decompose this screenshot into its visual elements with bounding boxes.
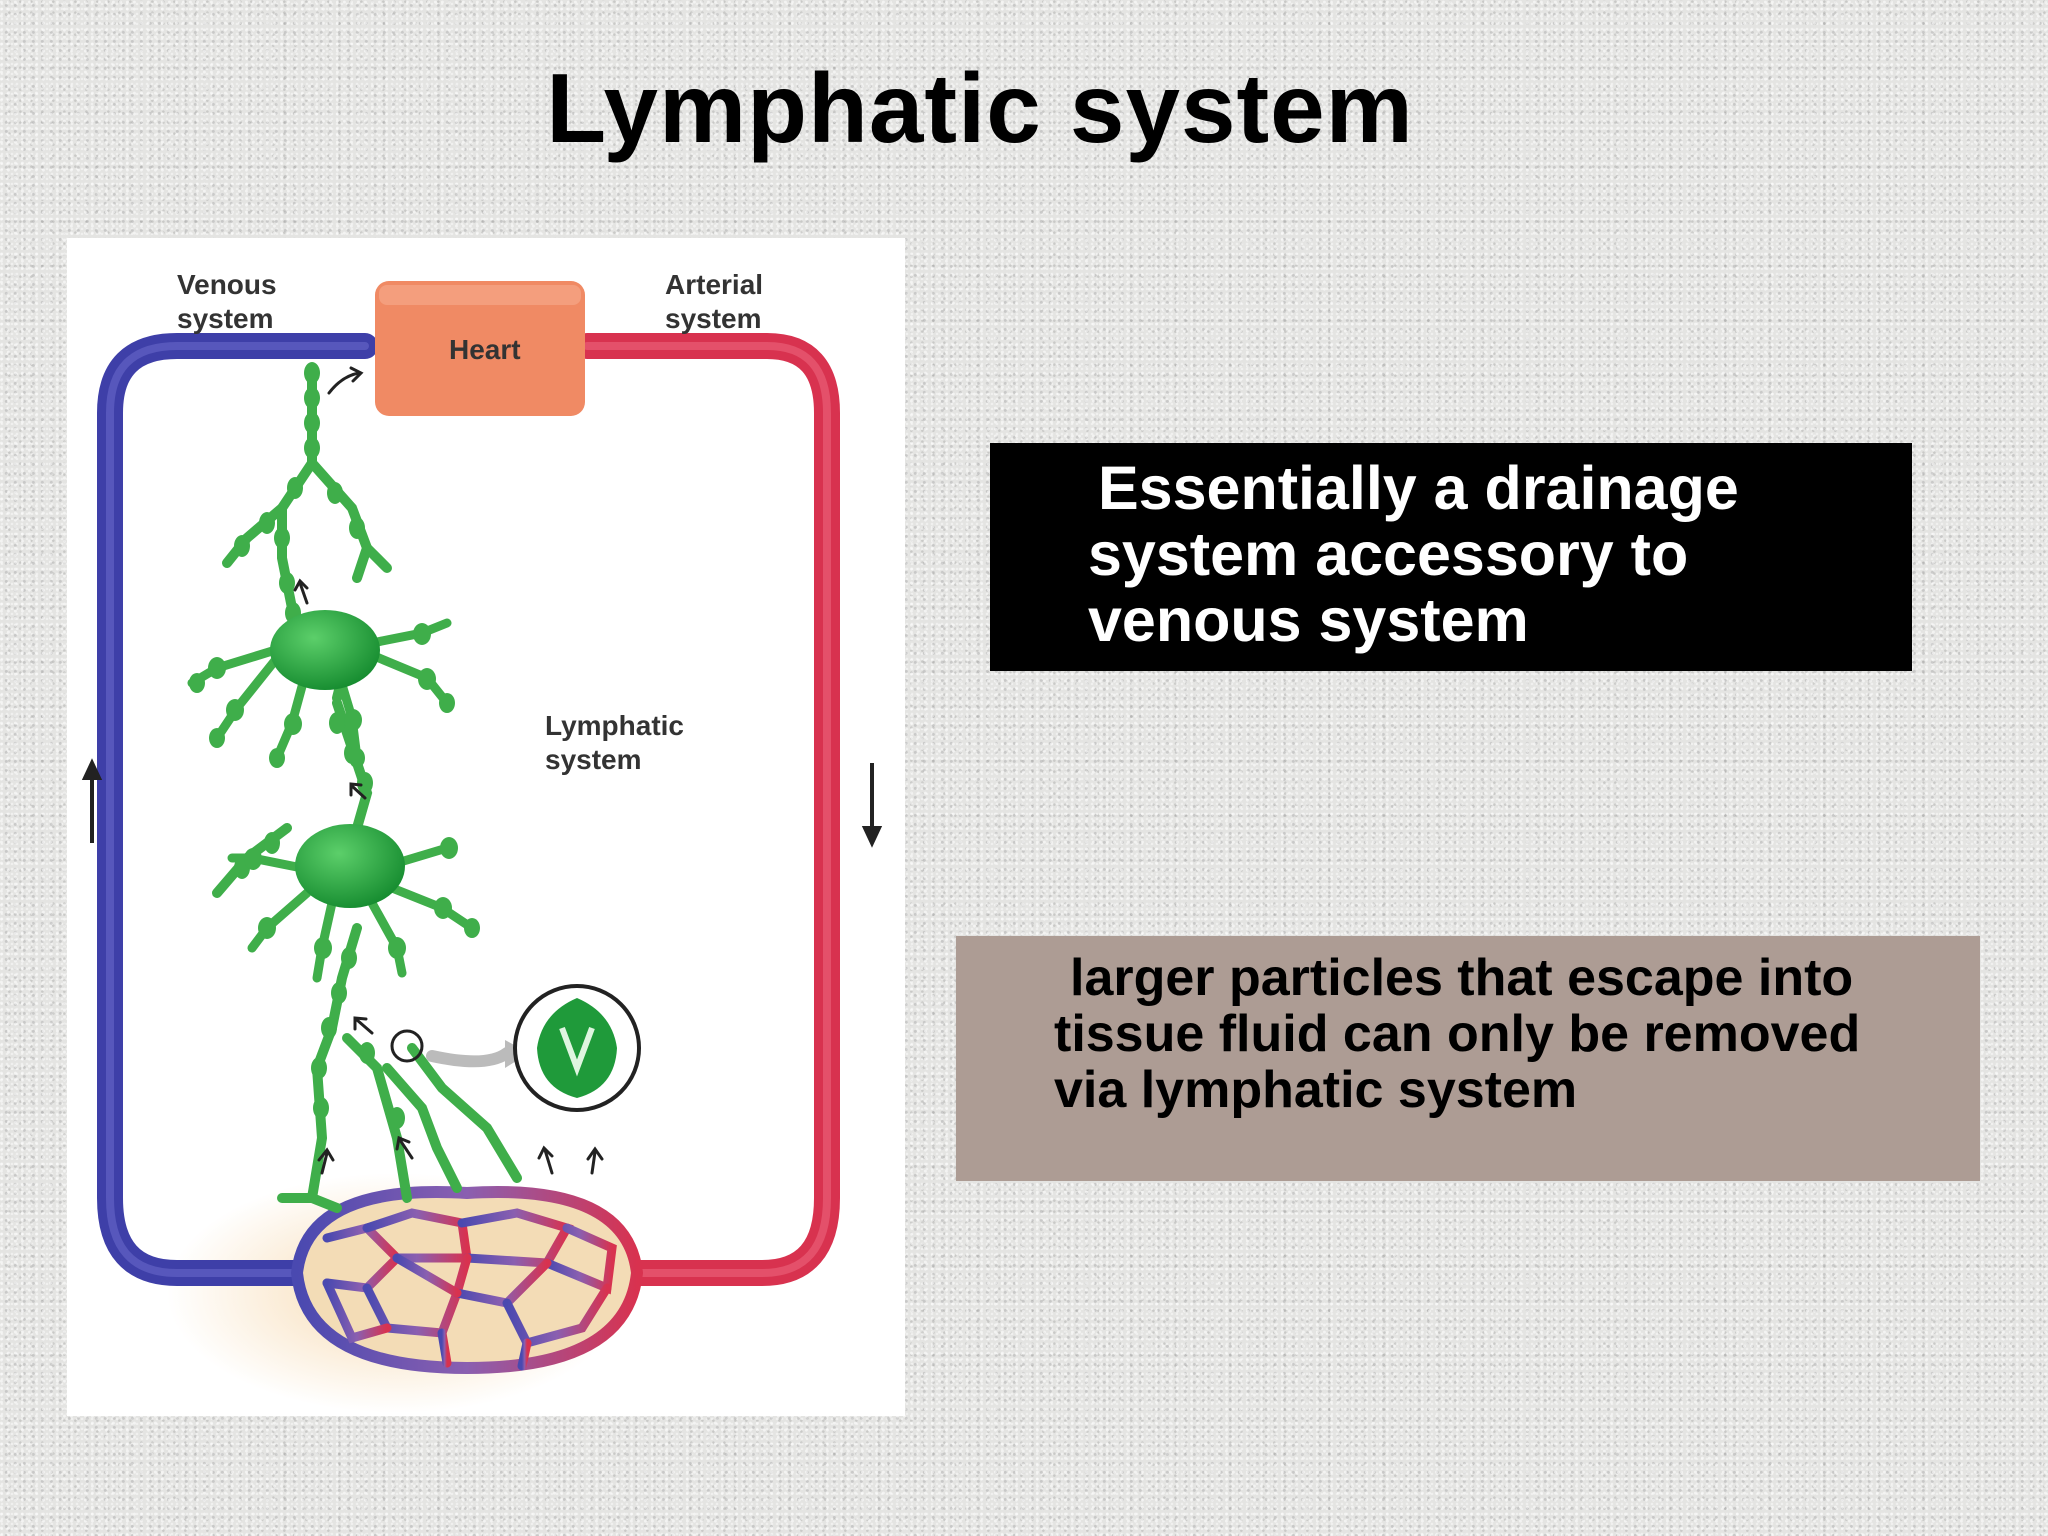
direction-arrows [81,758,883,848]
drainage-callout: Essentially a drainage system accessory … [990,443,1912,671]
heart-box [375,281,585,416]
arterial-label-line1: Arterial [665,269,763,300]
heart-label: Heart [449,334,521,365]
magnify-arrow [426,1047,513,1068]
particles-callout: larger particles that escape into tissue… [956,936,1980,1181]
lymph-node-upper [270,610,380,690]
arterial-vessel [574,333,840,1286]
arterial-label-line2: system [665,303,762,334]
drainage-callout-line3: venous system [1088,586,1529,654]
venous-label-line1: Venous [177,269,277,300]
lymph-node-lower [295,824,405,908]
drainage-callout-line2: system accessory to [1088,520,1689,588]
circulation-diagram: Venous system Arterial system Heart Lymp… [81,269,883,1413]
lymphatic-label-line1: Lymphatic [545,710,684,741]
particles-callout-line3: via lymphatic system [1054,1061,1578,1119]
venous-label-line2: system [177,303,274,334]
lymphatic-diagram-panel: Venous system Arterial system Heart Lymp… [67,238,905,1416]
flow-arrows [293,366,604,1175]
valve-highlight-circle [390,1029,424,1063]
slide-title: Lymphatic system [546,53,1414,163]
drainage-callout-line1: Essentially a drainage [1098,454,1739,522]
lymphatic-label-line2: system [545,744,642,775]
particles-callout-line1: larger particles that escape into [1070,949,1854,1007]
capillary-bed [290,1186,644,1375]
particles-callout-line2: tissue fluid can only be removed [1054,1005,1861,1063]
